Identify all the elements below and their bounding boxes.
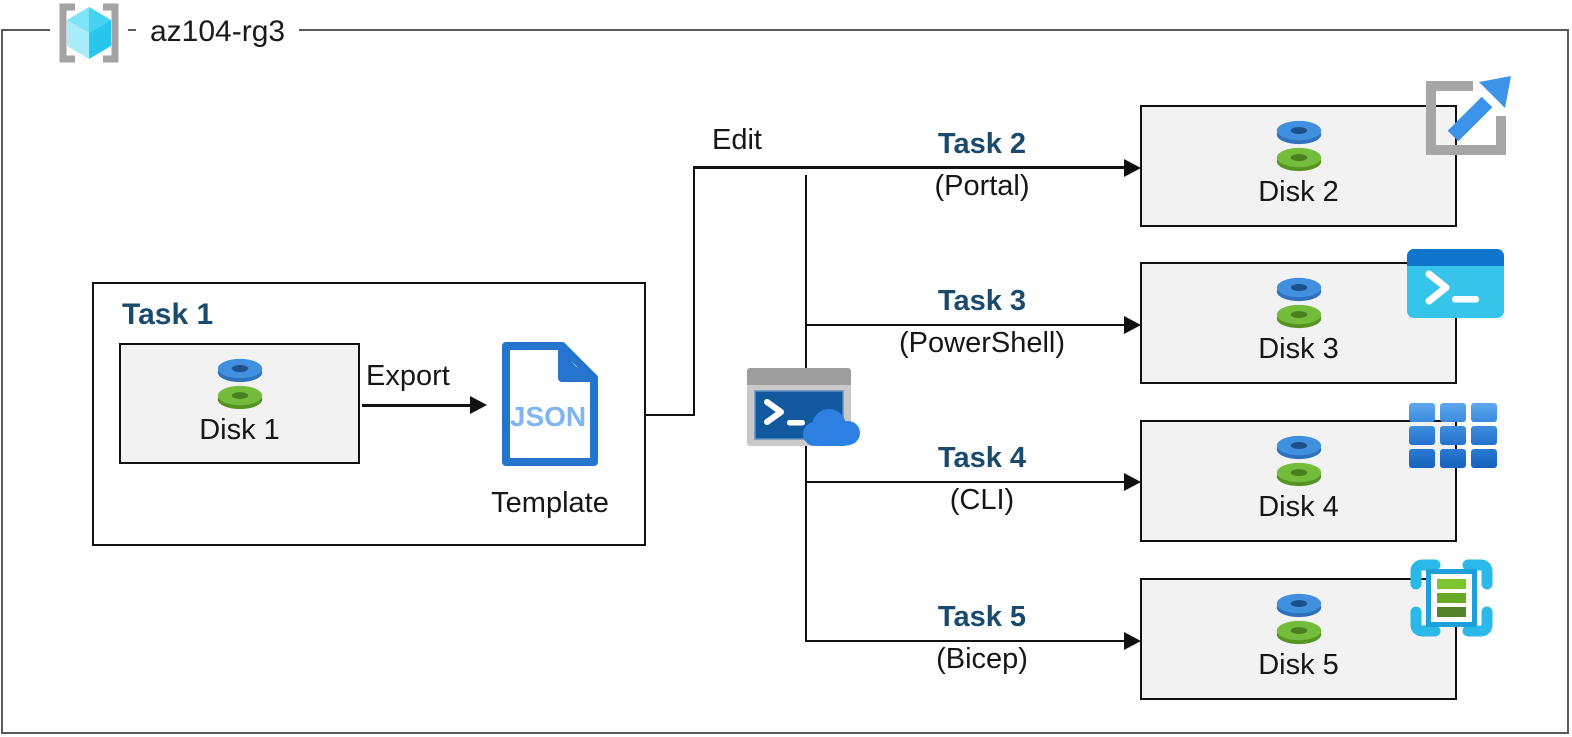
export-connector-line bbox=[362, 404, 472, 407]
task1-title: Task 1 bbox=[122, 298, 214, 331]
disk1-card: Disk 1 bbox=[119, 343, 360, 464]
json-template-icon: JSON bbox=[492, 338, 608, 475]
task4-method: (CLI) bbox=[949, 484, 1015, 516]
cloud-shell-icon bbox=[745, 366, 871, 457]
task3-method: (PowerShell) bbox=[899, 327, 1065, 359]
disk3-label: Disk 3 bbox=[1258, 333, 1339, 365]
task1-out-connector-line bbox=[645, 413, 695, 416]
disk4-card: Disk 4 bbox=[1140, 420, 1457, 542]
azure-cli-icon bbox=[1409, 403, 1498, 474]
task3-arrowhead-icon bbox=[1124, 316, 1141, 335]
task3-label: Task 3 bbox=[937, 285, 1027, 317]
task4-arrowhead-icon bbox=[1124, 473, 1141, 492]
task4-connector-line bbox=[806, 480, 1125, 483]
disk-icon bbox=[1276, 593, 1321, 645]
resource-group-icon bbox=[50, 0, 128, 66]
disk-icon bbox=[217, 358, 262, 410]
disk3-card: Disk 3 bbox=[1140, 262, 1457, 384]
task2-label: Task 2 bbox=[937, 128, 1027, 160]
resource-group-frame bbox=[1, 29, 1569, 734]
json-badge-text: JSON bbox=[510, 401, 586, 432]
task2-arrowhead-icon bbox=[1124, 158, 1141, 177]
disk4-label: Disk 4 bbox=[1258, 491, 1339, 523]
export-arrowhead-icon bbox=[470, 396, 487, 414]
disk-icon bbox=[1276, 120, 1321, 172]
azure-portal-icon bbox=[1417, 70, 1515, 165]
task4-label: Task 4 bbox=[937, 442, 1027, 474]
task5-method: (Bicep) bbox=[936, 643, 1028, 675]
disk2-card: Disk 2 bbox=[1140, 105, 1457, 227]
powershell-icon bbox=[1407, 249, 1504, 323]
bracket-right bbox=[103, 3, 119, 63]
disk5-card: Disk 5 bbox=[1140, 578, 1457, 700]
bicep-template-icon bbox=[1409, 558, 1494, 643]
task5-arrowhead-icon bbox=[1124, 632, 1141, 651]
task5-connector-line bbox=[806, 639, 1125, 642]
task5-label: Task 5 bbox=[937, 601, 1027, 633]
disk1-label: Disk 1 bbox=[199, 414, 280, 446]
edit-riser-connector-line bbox=[692, 166, 695, 416]
template-label: Template bbox=[491, 487, 609, 519]
task2-method: (Portal) bbox=[934, 170, 1030, 202]
disk5-label: Disk 5 bbox=[1258, 649, 1339, 681]
task2-connector-line bbox=[692, 166, 1126, 169]
disk-icon bbox=[1276, 435, 1321, 487]
disk-icon bbox=[1276, 277, 1321, 329]
resource-group-title: az104-rg3 bbox=[136, 11, 300, 53]
edit-label: Edit bbox=[712, 124, 762, 156]
export-label: Export bbox=[366, 360, 450, 392]
task3-connector-line bbox=[806, 323, 1125, 326]
disk2-label: Disk 2 bbox=[1258, 176, 1339, 208]
bracket-left bbox=[59, 3, 75, 63]
